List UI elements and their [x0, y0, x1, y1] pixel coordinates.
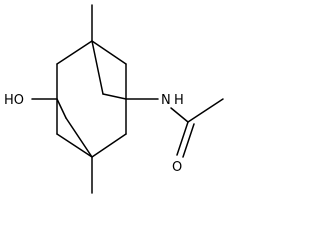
bond-carbonyl-oxygen-2 — [182, 123, 195, 158]
bond-cage-bottom-left — [56, 133, 93, 158]
hydroxyl-label: HO — [4, 93, 24, 108]
bond-cage-center-right — [102, 93, 127, 100]
amide-nitrogen-h-label: H — [174, 93, 184, 108]
bond-cage-top-left — [56, 40, 93, 65]
bond-n-carbonyl — [170, 107, 189, 123]
bond-cage-bottom-center — [65, 117, 93, 158]
bond-cage-top-right — [91, 40, 127, 65]
amide-nitrogen-label: N — [161, 93, 171, 108]
bond-carbonyl-oxygen-1 — [176, 121, 189, 156]
bond-cage-top-center — [91, 40, 104, 95]
bond-cage-bottom-right — [91, 133, 127, 158]
bond-carbonyl-methyl — [187, 98, 224, 123]
bond-cage-mid-left — [56, 98, 67, 119]
adamantane-cage — [56, 4, 127, 158]
molecule-structure: HO H N O — [4, 4, 224, 194]
carbonyl-oxygen-label: O — [172, 160, 182, 175]
